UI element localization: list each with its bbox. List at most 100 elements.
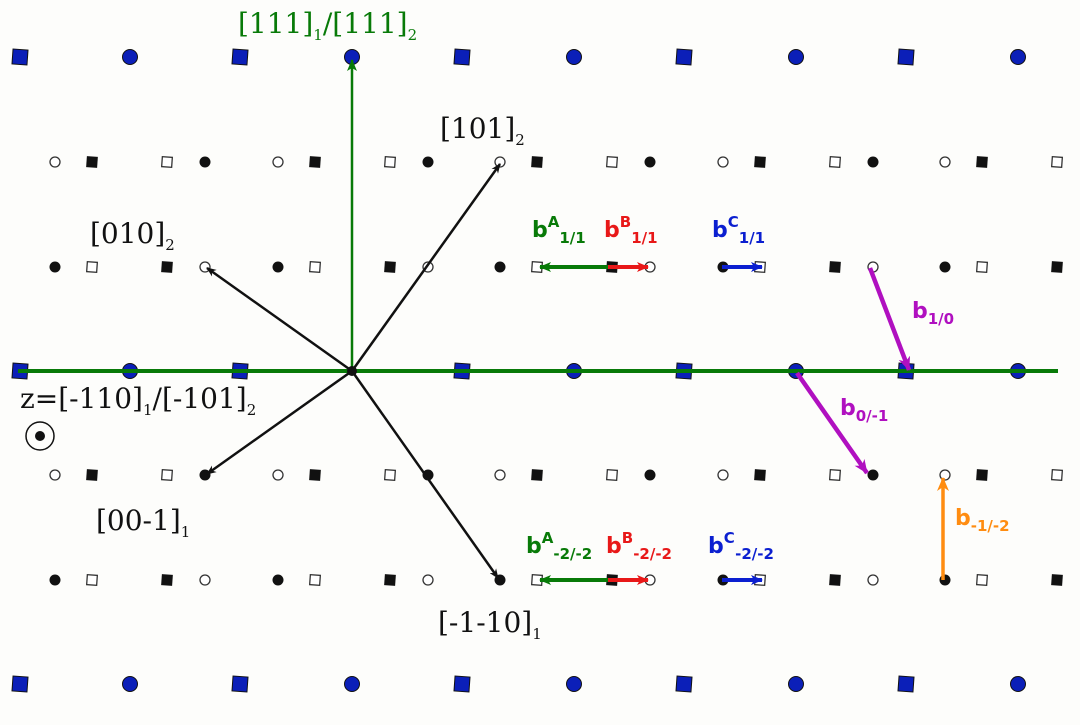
- filled-circle-site: [644, 469, 656, 481]
- filled-square-site: [384, 574, 396, 586]
- blue-circle-site: [566, 676, 582, 692]
- filled-square-site: [976, 469, 988, 481]
- filled-square-site: [1051, 261, 1063, 273]
- blue-circle-site: [1010, 676, 1026, 692]
- filled-circle-site: [422, 469, 434, 481]
- arrow-101-2: [350, 163, 502, 372]
- blue-circle-site: [122, 676, 138, 692]
- open-square-site: [308, 260, 322, 274]
- blue-square-site: [11, 675, 29, 693]
- filled-square-site: [1051, 574, 1063, 586]
- arrow-010-2: [206, 266, 353, 373]
- open-circle-site: [422, 574, 434, 586]
- filled-square-site: [161, 261, 173, 273]
- open-square-site: [605, 155, 619, 169]
- open-square-site: [975, 573, 989, 587]
- blue-square-site: [453, 675, 471, 693]
- filled-circle-site: [939, 261, 951, 273]
- open-square-site: [828, 155, 842, 169]
- arrow-m1m10-1: [350, 370, 500, 579]
- label-111-axis: [111]1/[111]2: [238, 7, 417, 44]
- open-circle-site: [717, 156, 729, 168]
- blue-circle-site: [1010, 49, 1026, 65]
- open-square-site: [828, 468, 842, 482]
- label-00-1-1: [00-1]1: [96, 504, 190, 541]
- label-burgers-0-m1: b0/-1: [840, 396, 888, 425]
- filled-square-site: [309, 156, 321, 168]
- label-z-axis: z=[-110]1/[-101]2: [20, 382, 256, 419]
- open-circle-site: [717, 469, 729, 481]
- label-m1m10-1: [-1-10]1: [438, 606, 542, 643]
- filled-circle-site: [939, 574, 951, 586]
- filled-circle-site: [867, 156, 879, 168]
- filled-circle-site: [422, 156, 434, 168]
- filled-square-site: [384, 261, 396, 273]
- open-circle-site: [939, 156, 951, 168]
- open-circle-site: [199, 574, 211, 586]
- filled-circle-site: [199, 469, 211, 481]
- blue-square-site: [231, 48, 249, 66]
- label-010-2: [010]2: [90, 217, 175, 254]
- filled-circle-site: [49, 574, 61, 586]
- label-burgers-b-2-2: bB-2/-2: [606, 529, 672, 563]
- open-square-site: [1050, 468, 1064, 482]
- open-circle-site: [272, 156, 284, 168]
- blue-square-site: [675, 675, 693, 693]
- blue-square-site: [231, 675, 249, 693]
- label-101-2: [101]2: [440, 112, 525, 149]
- filled-square-site: [829, 261, 841, 273]
- open-square-site: [605, 468, 619, 482]
- filled-square-site: [531, 469, 543, 481]
- open-square-site: [308, 573, 322, 587]
- filled-circle-site: [494, 261, 506, 273]
- burgers-0-m1-arrow: [795, 371, 869, 475]
- filled-square-site: [309, 469, 321, 481]
- label-burgers-a-1-1: bA1/1: [532, 213, 586, 247]
- out-of-plane-z-icon: [25, 421, 55, 451]
- open-square-site: [383, 468, 397, 482]
- blue-circle-site: [566, 49, 582, 65]
- burgers-1-0-arrow: [867, 267, 912, 371]
- filled-circle-site: [49, 261, 61, 273]
- blue-circle-site: [788, 49, 804, 65]
- blue-square-site: [453, 48, 471, 66]
- filled-circle-site: [272, 261, 284, 273]
- blue-circle-site: [788, 676, 804, 692]
- blue-square-site: [675, 48, 693, 66]
- label-burgers-m1-m2: b-1/-2: [955, 506, 1010, 535]
- filled-square-site: [754, 469, 766, 481]
- filled-square-site: [86, 469, 98, 481]
- filled-square-site: [976, 156, 988, 168]
- open-square-site: [383, 155, 397, 169]
- blue-square-site: [897, 675, 915, 693]
- origin-point: [347, 366, 357, 376]
- open-circle-site: [49, 469, 61, 481]
- filled-square-site: [161, 574, 173, 586]
- label-burgers-c-1-1: bC1/1: [712, 213, 765, 247]
- blue-circle-site: [122, 49, 138, 65]
- open-circle-site: [49, 156, 61, 168]
- label-burgers-c-2-2: bC-2/-2: [708, 529, 774, 563]
- open-square-site: [975, 260, 989, 274]
- arrow-00-1-1: [206, 369, 353, 476]
- open-circle-site: [272, 469, 284, 481]
- filled-circle-site: [867, 469, 879, 481]
- filled-circle-site: [644, 156, 656, 168]
- open-circle-site: [867, 574, 879, 586]
- filled-square-site: [531, 156, 543, 168]
- open-circle-site: [494, 469, 506, 481]
- open-square-site: [1050, 155, 1064, 169]
- label-burgers-a-2-2: bA-2/-2: [526, 529, 592, 563]
- blue-circle-site: [344, 676, 360, 692]
- label-burgers-b-1-1: bB1/1: [604, 213, 658, 247]
- open-square-site: [160, 468, 174, 482]
- open-square-site: [160, 155, 174, 169]
- filled-square-site: [754, 156, 766, 168]
- open-square-site: [85, 573, 99, 587]
- filled-square-site: [86, 156, 98, 168]
- blue-square-site: [897, 48, 915, 66]
- open-square-site: [85, 260, 99, 274]
- filled-circle-site: [199, 156, 211, 168]
